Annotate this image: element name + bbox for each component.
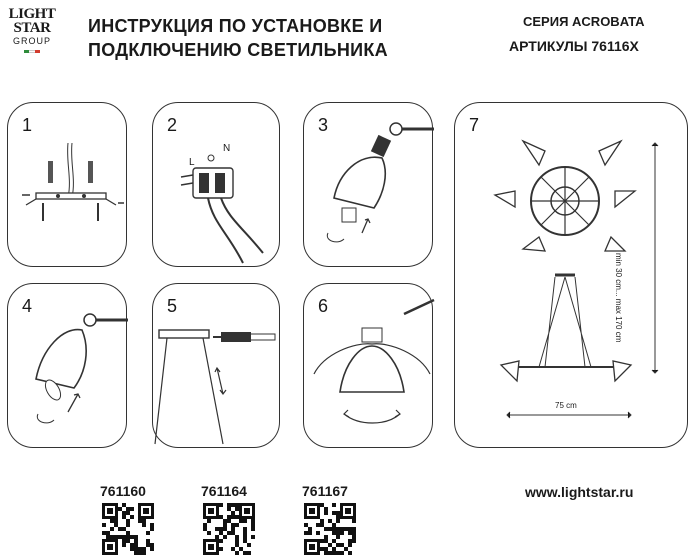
article-code-1: 761160 bbox=[100, 483, 146, 499]
dimensions-diagram bbox=[493, 139, 659, 419]
step-number: 5 bbox=[167, 296, 178, 316]
step-7-panel: 7 min 30 cm... max 170 cm 75 cm bbox=[454, 102, 688, 448]
step-number: 7 bbox=[469, 115, 480, 135]
neutral-wire-label: N bbox=[223, 143, 231, 154]
step-number: 4 bbox=[22, 296, 33, 316]
brand-line2: STAR bbox=[13, 20, 51, 36]
dimension-height-label: min 30 cm... max 170 cm bbox=[614, 253, 623, 343]
step-number: 2 bbox=[167, 115, 178, 135]
mounting-bracket-icon bbox=[22, 142, 124, 221]
step-6-panel: 6 bbox=[303, 283, 435, 448]
step-4-panel: 4 bbox=[7, 283, 128, 448]
lamp-shade-icon bbox=[326, 122, 434, 243]
bulb-install-icon bbox=[35, 313, 128, 424]
step-number: 1 bbox=[22, 115, 33, 135]
step-3-panel: 3 bbox=[303, 102, 434, 267]
step-2-panel: 2 L N bbox=[152, 102, 280, 267]
article-code-2: 761164 bbox=[201, 483, 247, 499]
qr-code-icon[interactable] bbox=[203, 503, 255, 555]
article-code-3: 761167 bbox=[302, 483, 348, 499]
title-line2: ПОДКЛЮЧЕНИЮ СВЕТИЛЬНИКА bbox=[88, 40, 388, 60]
suspension-adjust-icon bbox=[154, 329, 276, 445]
dimension-width-label: 75 cm bbox=[555, 401, 577, 410]
italy-flag-icon bbox=[24, 50, 40, 53]
brand-line3: GROUP bbox=[12, 36, 51, 46]
brand-logo: LIGHT STAR GROUP bbox=[8, 7, 56, 67]
qr-code-icon[interactable] bbox=[304, 503, 356, 555]
title-line1: ИНСТРУКЦИЯ ПО УСТАНОВКЕ И bbox=[88, 16, 383, 36]
website-link[interactable]: www.lightstar.ru bbox=[525, 484, 634, 500]
shade-rotate-icon bbox=[313, 298, 435, 424]
step-number: 6 bbox=[318, 296, 329, 316]
terminal-block-icon bbox=[180, 154, 264, 264]
articles-label: АРТИКУЛЫ 76116X bbox=[509, 38, 639, 54]
step-number: 3 bbox=[318, 115, 329, 135]
page-title: ИНСТРУКЦИЯ ПО УСТАНОВКЕ И ПОДКЛЮЧЕНИЮ СВ… bbox=[88, 14, 388, 62]
qr-code-icon[interactable] bbox=[102, 503, 154, 555]
live-wire-label: L bbox=[189, 157, 195, 168]
step-1-panel: 1 bbox=[7, 102, 127, 267]
step-5-panel: 5 bbox=[152, 283, 280, 448]
brand-line1: LIGHT bbox=[8, 6, 56, 22]
series-label: СЕРИЯ ACROBATA bbox=[523, 14, 645, 29]
